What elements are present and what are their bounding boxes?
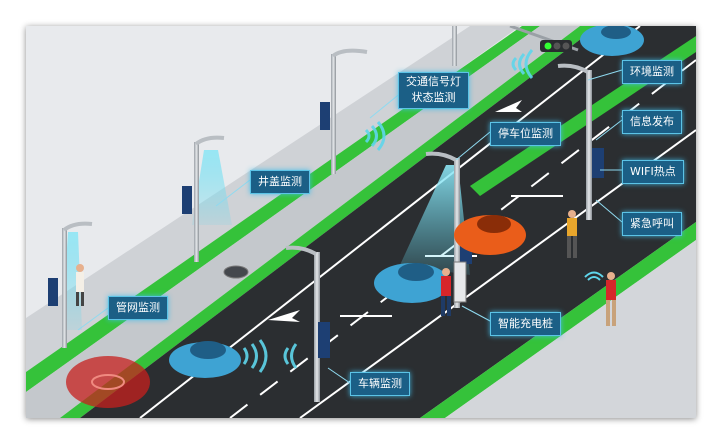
direction-arrow-icon	[268, 310, 300, 322]
pipe-alert-zone	[66, 356, 150, 408]
pedestrian-icon	[441, 268, 451, 316]
signal-monitoring-label: 交通信号灯 状态监测	[398, 72, 469, 109]
street-scene	[26, 26, 696, 418]
pedestrian-icon	[76, 264, 84, 306]
wifi-hotspot-label: WIFI热点	[622, 160, 684, 184]
label-connectors	[77, 69, 623, 384]
signal-label-line2: 状态监测	[411, 91, 456, 104]
orange-car-parked	[454, 215, 526, 255]
manhole-icon	[223, 265, 249, 279]
traffic-light-icon	[452, 26, 579, 66]
lane-line-dashed	[229, 59, 696, 418]
blue-car-parked	[374, 263, 450, 303]
direction-arrow-icon	[495, 100, 522, 112]
pipe-network-label: 管网监测	[108, 296, 168, 320]
parking-monitoring-label: 停车位监测	[490, 122, 561, 146]
street-lamp-icon	[182, 135, 225, 262]
street-lamp-icon	[320, 48, 368, 174]
blue-car-front	[169, 341, 241, 378]
info-release-label: 信息发布	[622, 110, 682, 134]
pedestrian-icon	[567, 210, 577, 258]
environment-monitoring-label: 环境监测	[622, 60, 682, 84]
left-inner-green	[60, 26, 598, 418]
emergency-call-label: 紧急呼叫	[622, 212, 682, 236]
left-curb	[26, 26, 580, 418]
street-lamp-icon	[48, 221, 93, 348]
charging-pile-icon	[453, 261, 467, 303]
manhole-monitoring-label: 井盖监测	[250, 170, 310, 194]
sensor-wave-icon	[242, 49, 534, 373]
street-lamp-icon	[285, 245, 330, 402]
smart-road-illustration: 交通信号灯 状态监测 环境监测 停车位监测 信息发布 井盖监测 WIFI热点 紧…	[26, 26, 696, 418]
charging-pile-label: 智能充电桩	[490, 312, 561, 336]
signal-label-line1: 交通信号灯	[406, 75, 461, 88]
pedestrian-icon	[606, 272, 616, 326]
vehicle-monitoring-label: 车辆监测	[350, 372, 410, 396]
pipe-icon	[91, 374, 125, 390]
wifi-icon	[584, 271, 604, 281]
manhole-sensor-beam	[192, 150, 232, 225]
parking-sensor-beam	[400, 165, 470, 275]
right-sidewalk	[445, 240, 696, 418]
blue-car-far	[580, 26, 644, 56]
